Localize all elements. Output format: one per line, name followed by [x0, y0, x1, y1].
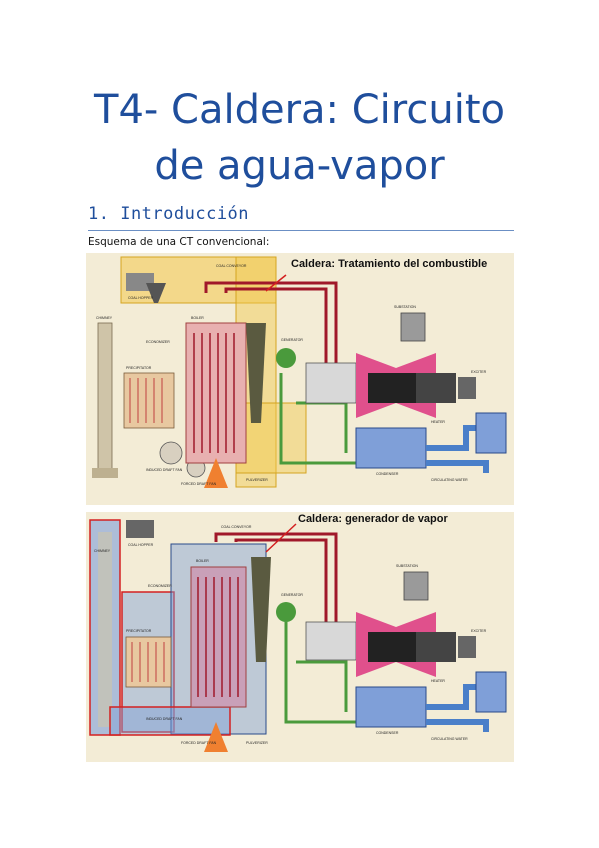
boiler-shape: [190, 566, 247, 708]
figure-caption: Esquema de una CT convencional:: [88, 236, 270, 248]
overlay-label: Caldera: Tratamiento del combustible: [291, 258, 487, 270]
document-title-line2: de agua-vapor: [154, 143, 445, 189]
hopper-funnel: [146, 283, 166, 303]
exciter-shape: [458, 636, 476, 658]
label-exciter: EXCITER: [471, 370, 487, 374]
label-pulverizer: PULVERIZER: [246, 478, 268, 482]
flame-shape: [204, 722, 228, 752]
power-plant-diagram-fuel: Caldera: Tratamiento del combustible COA…: [86, 253, 514, 505]
label-substation: SUBSTATION: [394, 305, 416, 309]
condenser-shape: [355, 686, 427, 728]
coal-hopper-shape: [126, 273, 154, 291]
generator-shape: [416, 373, 456, 403]
label-circulating-water: CIRCULATING WATER: [431, 737, 468, 741]
chimney-shape: [97, 322, 113, 474]
cooling-tank: [475, 671, 507, 713]
label-circulating-water: CIRCULATING WATER: [431, 478, 468, 482]
label-coal-conveyor: COAL CONVEYOR: [221, 525, 252, 529]
label-exciter: EXCITER: [471, 629, 487, 633]
precipitator-shape: [123, 372, 175, 429]
label-boiler: BOILER: [191, 316, 204, 320]
label-economizer: ECONOMIZER: [146, 340, 170, 344]
label-coal-hopper: COAL HOPPER: [128, 296, 154, 300]
induced-fan-shape: [159, 441, 183, 465]
label-forced-fan: FORCED DRAFT FAN: [181, 741, 217, 745]
overlay-label: Caldera: generador de vapor: [298, 513, 448, 525]
chimney-shape: [98, 532, 112, 727]
section-heading: 1. Introducción: [88, 204, 250, 224]
label-precipitator: PRECIPITATOR: [126, 366, 152, 370]
label-heater: HEATER: [431, 679, 445, 683]
label-heater: HEATER: [431, 420, 445, 424]
label-substation: SUBSTATION: [396, 564, 418, 568]
drum-shape: [276, 348, 296, 368]
turbine-core: [368, 632, 424, 662]
label-generator: GENERATOR: [281, 593, 303, 597]
cooling-tank: [475, 412, 507, 454]
turbine-core: [368, 373, 424, 403]
pointer-line: [265, 274, 287, 292]
fan-highlight: [109, 706, 231, 736]
label-forced-fan: FORCED DRAFT FAN: [181, 482, 217, 486]
label-induced-fan: INDUCED DRAFT FAN: [146, 717, 183, 721]
label-condenser: CONDENSER: [376, 472, 399, 476]
label-induced-fan: INDUCED DRAFT FAN: [146, 468, 183, 472]
label-boiler: BOILER: [196, 559, 209, 563]
pointer-line: [265, 523, 297, 553]
label-chimney: CHIMNEY: [94, 549, 111, 553]
label-economizer: ECONOMIZER: [148, 584, 172, 588]
substation-shape: [400, 312, 426, 342]
hp-turbine: [305, 362, 357, 404]
exciter-shape: [458, 377, 476, 399]
power-plant-diagram-steam: Caldera: generador de vapor COAL HOPPER …: [86, 512, 514, 762]
label-generator: GENERATOR: [281, 338, 303, 342]
label-condenser: CONDENSER: [376, 731, 399, 735]
label-chimney: CHIMNEY: [96, 316, 113, 320]
boiler-shape: [185, 322, 247, 464]
pulverizer-cone: [246, 323, 266, 423]
label-coal-hopper: COAL HOPPER: [128, 543, 154, 547]
pulverizer-cone: [251, 557, 271, 662]
drum-shape: [276, 602, 296, 622]
label-precipitator: PRECIPITATOR: [126, 629, 152, 633]
coal-hopper-shape: [126, 520, 154, 538]
flame-shape: [204, 458, 228, 488]
document-title-line1: T4- Caldera: Circuito: [94, 87, 505, 133]
chimney-base: [92, 468, 118, 478]
label-pulverizer: PULVERIZER: [246, 741, 268, 745]
condenser-shape: [355, 427, 427, 469]
generator-shape: [416, 632, 456, 662]
label-coal-conveyor: COAL CONVEYOR: [216, 264, 247, 268]
heading-rule: [88, 230, 514, 231]
hp-turbine: [305, 621, 357, 661]
substation-shape: [403, 571, 429, 601]
